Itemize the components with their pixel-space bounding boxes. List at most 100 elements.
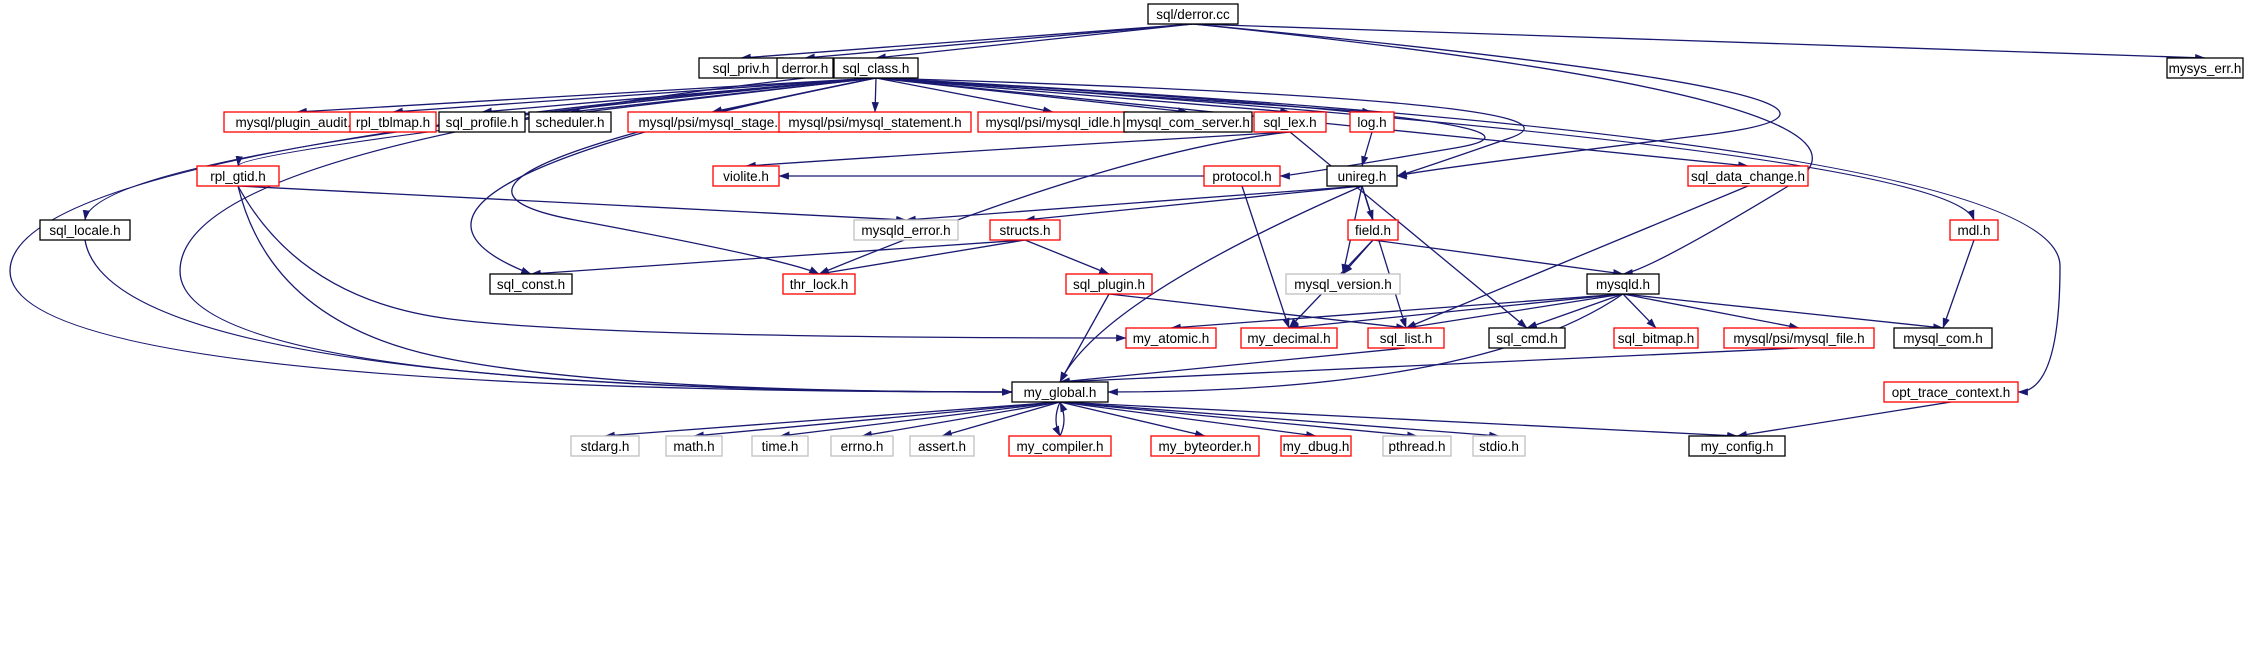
node-my-byteorder-h[interactable]: my_byteorder.h bbox=[1150, 435, 1260, 457]
node-label: mysql/psi/mysql_stage.h bbox=[638, 115, 785, 130]
edge-unireg_h-to-sql_list_h bbox=[1361, 185, 1407, 329]
node-box bbox=[853, 219, 959, 241]
node-errno-h: errno.h bbox=[830, 435, 894, 457]
node-mysqld-h[interactable]: mysqld.h bbox=[1586, 273, 1660, 295]
edge-sql_class_h-to-unireg_h bbox=[875, 77, 1525, 180]
edge-my_global_h-to-stdarg_h bbox=[604, 401, 1061, 439]
node-box bbox=[1949, 219, 1999, 241]
node-label: protocol.h bbox=[1212, 169, 1271, 184]
node-derror-h[interactable]: derror.h bbox=[776, 57, 834, 79]
node-sql-const-h[interactable]: sql_const.h bbox=[489, 273, 573, 295]
node-sql-profile-h[interactable]: sql_profile.h bbox=[438, 111, 526, 133]
edge-rpl_gtid_h-to-mysqld_error_h bbox=[237, 185, 907, 224]
edge-my_global_h-to-my_config_h bbox=[1059, 401, 1738, 440]
node-box bbox=[909, 435, 975, 457]
node-violite-h[interactable]: violite.h bbox=[712, 165, 780, 187]
edge-unireg_h-to-structs_h bbox=[1024, 185, 1363, 223]
node-sql-cmd-h[interactable]: sql_cmd.h bbox=[1488, 327, 1566, 349]
node-my-dbug-h[interactable]: my_dbug.h bbox=[1280, 435, 1352, 457]
node-box bbox=[1011, 381, 1109, 403]
node-psi-file-h[interactable]: mysql/psi/mysql_file.h bbox=[1723, 327, 1875, 349]
node-sql-locale-h[interactable]: sql_locale.h bbox=[39, 219, 131, 241]
node-sql-lex-h[interactable]: sql_lex.h bbox=[1253, 111, 1327, 133]
node-box bbox=[1065, 273, 1153, 295]
node-my-config-h[interactable]: my_config.h bbox=[1688, 435, 1786, 457]
node-mysql-com-h[interactable]: mysql_com.h bbox=[1893, 327, 1993, 349]
node-label: derror.h bbox=[782, 61, 829, 76]
node-protocol-h[interactable]: protocol.h bbox=[1203, 165, 1281, 187]
node-sql-class-h[interactable]: sql_class.h bbox=[833, 57, 919, 79]
node-label: my_config.h bbox=[1701, 439, 1774, 454]
node-field-h[interactable]: field.h bbox=[1347, 219, 1399, 241]
node-label: my_decimal.h bbox=[1247, 331, 1330, 346]
node-sql-data-change-h[interactable]: sql_data_change.h bbox=[1687, 165, 1809, 187]
node-box bbox=[489, 273, 573, 295]
node-box bbox=[196, 165, 280, 187]
node-sql-plugin-h[interactable]: sql_plugin.h bbox=[1065, 273, 1153, 295]
node-structs-h[interactable]: structs.h bbox=[989, 219, 1061, 241]
edge-rpl_gtid_h-to-my_atomic_h bbox=[237, 185, 1127, 342]
node-derror-cc[interactable]: sql/derror.cc bbox=[1147, 3, 1239, 25]
node-psi-statement-h[interactable]: mysql/psi/mysql_statement.h bbox=[778, 111, 972, 133]
node-my-global-h[interactable]: my_global.h bbox=[1011, 381, 1109, 403]
edge-sql_lex_h-to-violite_h bbox=[745, 131, 1291, 169]
edge-derror_cc-to-unireg_h bbox=[1192, 23, 1781, 178]
node-log-h[interactable]: log.h bbox=[1349, 111, 1395, 133]
node-rpl-tblmap-h[interactable]: rpl_tblmap.h bbox=[349, 111, 437, 133]
node-stdarg-h: stdarg.h bbox=[570, 435, 640, 457]
node-label: mysql/plugin_audit.h bbox=[235, 115, 358, 130]
edge-sql_list_h-to-my_global_h bbox=[1059, 347, 1407, 385]
node-stdio-h: stdio.h bbox=[1472, 435, 1526, 457]
node-mysqld-error-h: mysqld_error.h bbox=[853, 219, 959, 241]
edge-rpl_gtid_h-to-my_global_h bbox=[237, 185, 1013, 396]
edge-my_global_h-to-assert_h bbox=[941, 401, 1061, 437]
node-label: structs.h bbox=[999, 223, 1050, 238]
edge-sql_class_h-to-mdl_h bbox=[875, 77, 1975, 221]
node-box bbox=[1150, 435, 1260, 457]
edge-mysqld_h-to-sql_cmd_h bbox=[1526, 293, 1624, 329]
edge-protocol_h-to-my_decimal_h bbox=[1241, 185, 1290, 329]
node-label: sql_profile.h bbox=[446, 115, 519, 130]
node-label: assert.h bbox=[918, 439, 966, 454]
node-unireg-h[interactable]: unireg.h bbox=[1326, 165, 1398, 187]
node-label: sql_data_change.h bbox=[1691, 169, 1805, 184]
node-box bbox=[528, 111, 612, 133]
edge-unireg_h-to-my_global_h bbox=[1059, 185, 1363, 383]
node-my-atomic-h[interactable]: my_atomic.h bbox=[1125, 327, 1217, 349]
node-sql-bitmap-h[interactable]: sql_bitmap.h bbox=[1613, 327, 1699, 349]
node-opt-trace-context-h[interactable]: opt_trace_context.h bbox=[1883, 381, 2019, 403]
node-rpl-gtid-h[interactable]: rpl_gtid.h bbox=[196, 165, 280, 187]
edge-unireg_h-to-mysqld_error_h bbox=[905, 185, 1363, 223]
edge-sql_class_h-to-psi_idle_h bbox=[875, 77, 1054, 114]
node-thr-lock-h[interactable]: thr_lock.h bbox=[782, 273, 856, 295]
node-box bbox=[712, 165, 780, 187]
node-box bbox=[1883, 381, 2019, 403]
node-sql-list-h[interactable]: sql_list.h bbox=[1367, 327, 1445, 349]
node-label: my_byteorder.h bbox=[1158, 439, 1251, 454]
node-plugin-audit-h[interactable]: mysql/plugin_audit.h bbox=[223, 111, 371, 133]
edge-my_compiler_h-to-my_global_h bbox=[1059, 401, 1068, 437]
node-my-decimal-h[interactable]: my_decimal.h bbox=[1240, 327, 1338, 349]
node-mysql-com-server-h[interactable]: mysql_com_server.h bbox=[1123, 111, 1253, 133]
node-sql-priv-h[interactable]: sql_priv.h bbox=[698, 57, 784, 79]
node-my-compiler-h[interactable]: my_compiler.h bbox=[1008, 435, 1112, 457]
node-label: my_global.h bbox=[1024, 385, 1097, 400]
node-psi-idle-h[interactable]: mysql/psi/mysql_idle.h bbox=[977, 111, 1129, 133]
node-label: my_compiler.h bbox=[1016, 439, 1103, 454]
node-box bbox=[1687, 165, 1809, 187]
edge-opt_trace_context_h-to-my_config_h bbox=[1736, 401, 1952, 439]
node-label: sql_locale.h bbox=[49, 223, 120, 238]
node-scheduler-h[interactable]: scheduler.h bbox=[528, 111, 612, 133]
node-box bbox=[1285, 273, 1401, 295]
edge-mysqld_h-to-my_decimal_h bbox=[1288, 293, 1624, 331]
node-label: pthread.h bbox=[1388, 439, 1445, 454]
node-label: log.h bbox=[1357, 115, 1386, 130]
node-label: sql/derror.cc bbox=[1156, 7, 1230, 22]
node-label: math.h bbox=[673, 439, 714, 454]
node-mysys-err-h[interactable]: mysys_err.h bbox=[2166, 57, 2244, 79]
node-label: mysqld_error.h bbox=[861, 223, 950, 238]
node-box bbox=[1123, 111, 1253, 133]
node-psi-stage-h[interactable]: mysql/psi/mysql_stage.h bbox=[627, 111, 797, 133]
node-mdl-h[interactable]: mdl.h bbox=[1949, 219, 1999, 241]
node-label: thr_lock.h bbox=[790, 277, 849, 292]
